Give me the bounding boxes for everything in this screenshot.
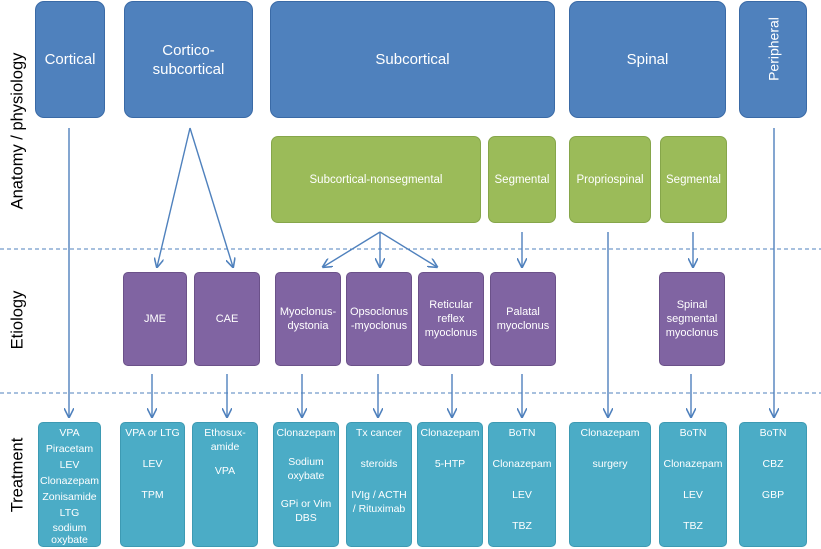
- etiology-palatal-label: Palatal myoclonus: [496, 306, 550, 332]
- treatment-item: LEV: [512, 489, 532, 501]
- treatment-item: LTG: [59, 507, 80, 519]
- treatment-item: IVIg / ACTH / Rituximab: [351, 489, 407, 515]
- treatment-item: GBP: [761, 489, 785, 501]
- treatment-item: LEV: [683, 489, 703, 501]
- treatment-item: TBZ: [512, 520, 532, 532]
- treatment-cae: Ethosux- amide VPA: [192, 422, 258, 547]
- anatomy-subcortical-label: Subcortical: [375, 51, 450, 68]
- treatment-propriospinal: Clonazepam surgery: [569, 422, 651, 547]
- treatment-opsoclonus-myoclonus: Tx cancer steroids IVIg / ACTH / Rituxim…: [346, 422, 412, 547]
- etiology-jme-label: JME: [144, 313, 166, 325]
- etiology-opsoclonus-myoclonus-label: Opsoclonus -myoclonus: [349, 306, 409, 332]
- arrow-nonseg-reticular: [379, 231, 437, 267]
- anatomy-cortical-label: Cortical: [44, 51, 96, 68]
- treatment-myoclonus-dystonia: Clonazepam Sodium oxybate GPi or Vim DBS: [273, 422, 339, 547]
- treatment-item: Sodium oxybate: [287, 456, 325, 482]
- etiology-jme: JME: [123, 272, 187, 366]
- arrow-nonseg-myodyst: [323, 231, 381, 267]
- row-label-treatment: Treatment: [8, 437, 27, 513]
- treatment-item: 5-HTP: [434, 458, 466, 470]
- row-label-etiology: Etiology: [8, 290, 27, 350]
- treatment-item: steroids: [360, 458, 398, 470]
- treatment-item: VPA or LTG: [125, 427, 180, 439]
- subtype-propriospinal: Propriospinal: [569, 136, 651, 223]
- treatment-reticular-reflex: Clonazepam 5-HTP: [417, 422, 483, 547]
- treatment-item: CBZ: [762, 458, 784, 470]
- treatment-item: Clonazepam: [40, 475, 99, 487]
- treatment-item: Piracetam: [45, 443, 94, 455]
- anatomy-cortico-subcortical-label: Cortico- subcortical: [152, 41, 225, 78]
- etiology-palatal: Palatal myoclonus: [490, 272, 556, 366]
- etiology-reticular-reflex: Reticular reflex myoclonus: [418, 272, 484, 366]
- treatment-item: Clonazepam: [276, 427, 336, 439]
- etiology-spinal-segmental: Spinal segmental myoclonus: [659, 272, 725, 366]
- etiology-cae: CAE: [194, 272, 260, 366]
- row-label-anatomy: Anatomy / physiology: [8, 52, 27, 210]
- treatment-item: VPA: [214, 465, 236, 477]
- subtype-propriospinal-label: Propriospinal: [576, 173, 644, 186]
- treatment-item: Clonazepam: [663, 458, 723, 470]
- etiology-myoclonus-dystonia-label: Myoclonus- dystonia: [279, 306, 337, 332]
- etiology-cae-label: CAE: [215, 313, 239, 325]
- anatomy-subcortical: Subcortical: [270, 1, 555, 118]
- etiology-opsoclonus-myoclonus: Opsoclonus -myoclonus: [346, 272, 412, 366]
- treatment-item: Clonazepam: [492, 458, 552, 470]
- anatomy-spinal: Spinal: [569, 1, 726, 118]
- treatment-item: VPA: [59, 427, 80, 439]
- treatment-palatal: BoTN Clonazepam LEV TBZ: [488, 422, 556, 547]
- subtype-segmental-spinal: Segmental: [660, 136, 727, 223]
- treatment-item: TBZ: [683, 520, 703, 532]
- treatment-item: Ethosux- amide: [204, 427, 246, 453]
- anatomy-cortico-subcortical: Cortico- subcortical: [124, 1, 253, 118]
- arrow-cortico-cae: [189, 127, 233, 267]
- treatment-item: TPM: [141, 489, 164, 501]
- treatment-item: LEV: [142, 458, 163, 470]
- treatment-item: BoTN: [759, 427, 787, 439]
- anatomy-peripheral: Peripheral: [739, 1, 807, 118]
- treatment-item: Zonisamide: [42, 491, 97, 503]
- treatment-item: GPi or Vim DBS: [280, 498, 332, 524]
- etiology-spinal-segmental-label: Spinal segmental myoclonus: [665, 299, 719, 339]
- treatment-item: surgery: [592, 458, 628, 470]
- treatment-peripheral: BoTN CBZ GBP: [739, 422, 807, 547]
- anatomy-cortical: Cortical: [35, 1, 105, 118]
- treatment-spinal-segmental: BoTN Clonazepam LEV TBZ: [659, 422, 727, 547]
- subtype-subcortical-nonsegmental: Subcortical-nonsegmental: [271, 136, 481, 223]
- treatment-item: Tx cancer: [355, 427, 403, 439]
- treatment-cortical: VPA Piracetam LEV Clonazepam Zonisamide …: [38, 422, 101, 547]
- etiology-reticular-reflex-label: Reticular reflex myoclonus: [424, 299, 478, 339]
- anatomy-spinal-label: Spinal: [626, 51, 669, 68]
- treatment-item: LEV: [59, 459, 80, 471]
- anatomy-peripheral-label: Peripheral: [765, 17, 782, 81]
- subtype-segmental-subcortical-label: Segmental: [494, 173, 550, 186]
- subtype-subcortical-nonsegmental-label: Subcortical-nonsegmental: [309, 173, 443, 186]
- treatment-item: BoTN: [508, 427, 536, 439]
- treatment-jme: VPA or LTG LEV TPM: [120, 422, 185, 547]
- subtype-segmental-subcortical: Segmental: [488, 136, 556, 223]
- treatment-item: Clonazepam: [580, 427, 640, 439]
- etiology-myoclonus-dystonia: Myoclonus- dystonia: [275, 272, 341, 366]
- subtype-segmental-spinal-label: Segmental: [666, 173, 721, 186]
- treatment-item: Clonazepam: [420, 427, 480, 439]
- arrow-cortico-jme: [157, 127, 191, 267]
- treatment-item: sodium oxybate: [51, 522, 88, 546]
- treatment-item: BoTN: [679, 427, 707, 439]
